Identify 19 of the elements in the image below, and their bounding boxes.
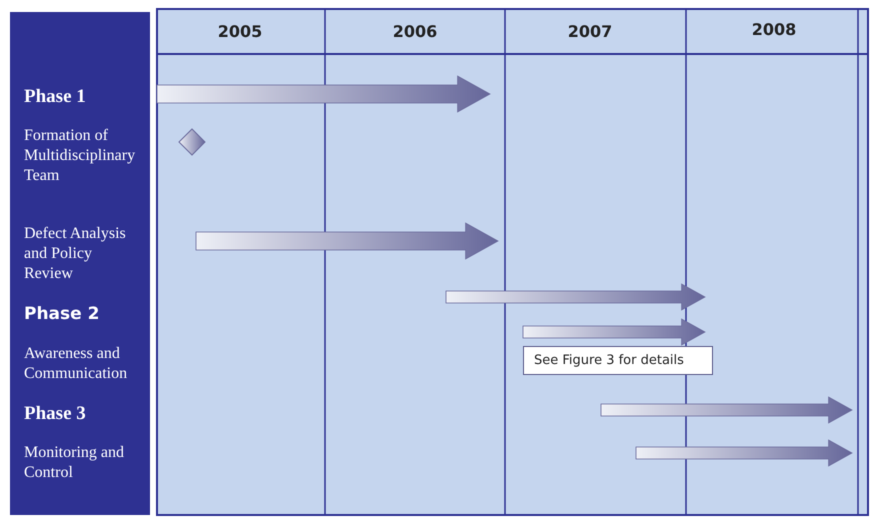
phase-heading: Phase 2 <box>24 304 100 324</box>
task-label: Defect Analysis and Policy Review <box>24 224 127 284</box>
gantt-bar <box>600 396 853 424</box>
task-label: Monitoring and Control <box>24 443 125 483</box>
task-label: Awareness and Communication <box>24 344 128 384</box>
gantt-bar <box>446 283 706 311</box>
gantt-bar <box>636 439 853 467</box>
gantt-bar <box>522 318 706 346</box>
phase-heading: Phase 1 <box>24 87 87 107</box>
gantt-bar <box>156 75 491 113</box>
phase-heading: Phase 3 <box>24 404 87 424</box>
year-header: 2007 <box>566 22 614 41</box>
gantt-bar <box>196 222 499 260</box>
year-header: 2008 <box>750 20 798 39</box>
year-header: 2005 <box>216 22 264 41</box>
task-label: Formation of Multidisciplinary Team <box>24 126 136 186</box>
year-header: 2006 <box>392 22 438 41</box>
note-box: See Figure 3 for details <box>523 346 713 375</box>
milestone-diamond <box>178 128 206 156</box>
